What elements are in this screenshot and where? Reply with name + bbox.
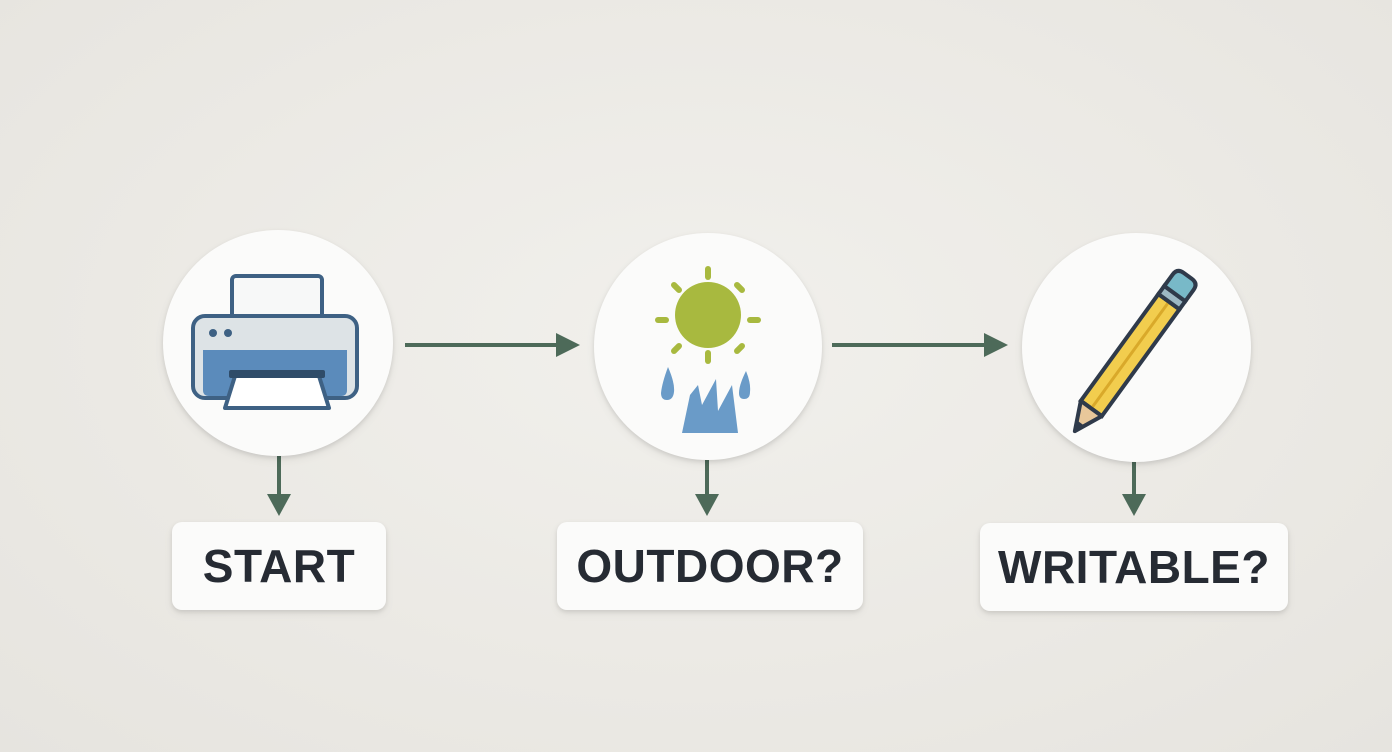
printer-icon (191, 274, 359, 410)
pencil-icon (1072, 268, 1198, 434)
arrow-printer-to-start (267, 456, 291, 516)
label-writable: WRITABLE? (980, 523, 1288, 611)
node-weather (594, 233, 822, 460)
label-outdoor-text: OUTDOOR? (576, 540, 844, 592)
label-start: START (172, 522, 386, 610)
sun-icon (655, 266, 761, 364)
node-pencil (1022, 233, 1251, 462)
label-start-text: START (202, 540, 356, 592)
node-printer (163, 230, 393, 456)
label-outdoor: OUTDOOR? (557, 522, 863, 610)
label-writable-text: WRITABLE? (998, 541, 1270, 593)
arrow-pencil-to-writable (1122, 462, 1146, 516)
rain-icon (661, 367, 751, 433)
arrow-outdoor-to-writable (832, 333, 1008, 357)
arrow-start-to-outdoor (405, 333, 580, 357)
sun-rain-icon (655, 266, 761, 433)
arrow-weather-to-outdoor (695, 460, 719, 516)
